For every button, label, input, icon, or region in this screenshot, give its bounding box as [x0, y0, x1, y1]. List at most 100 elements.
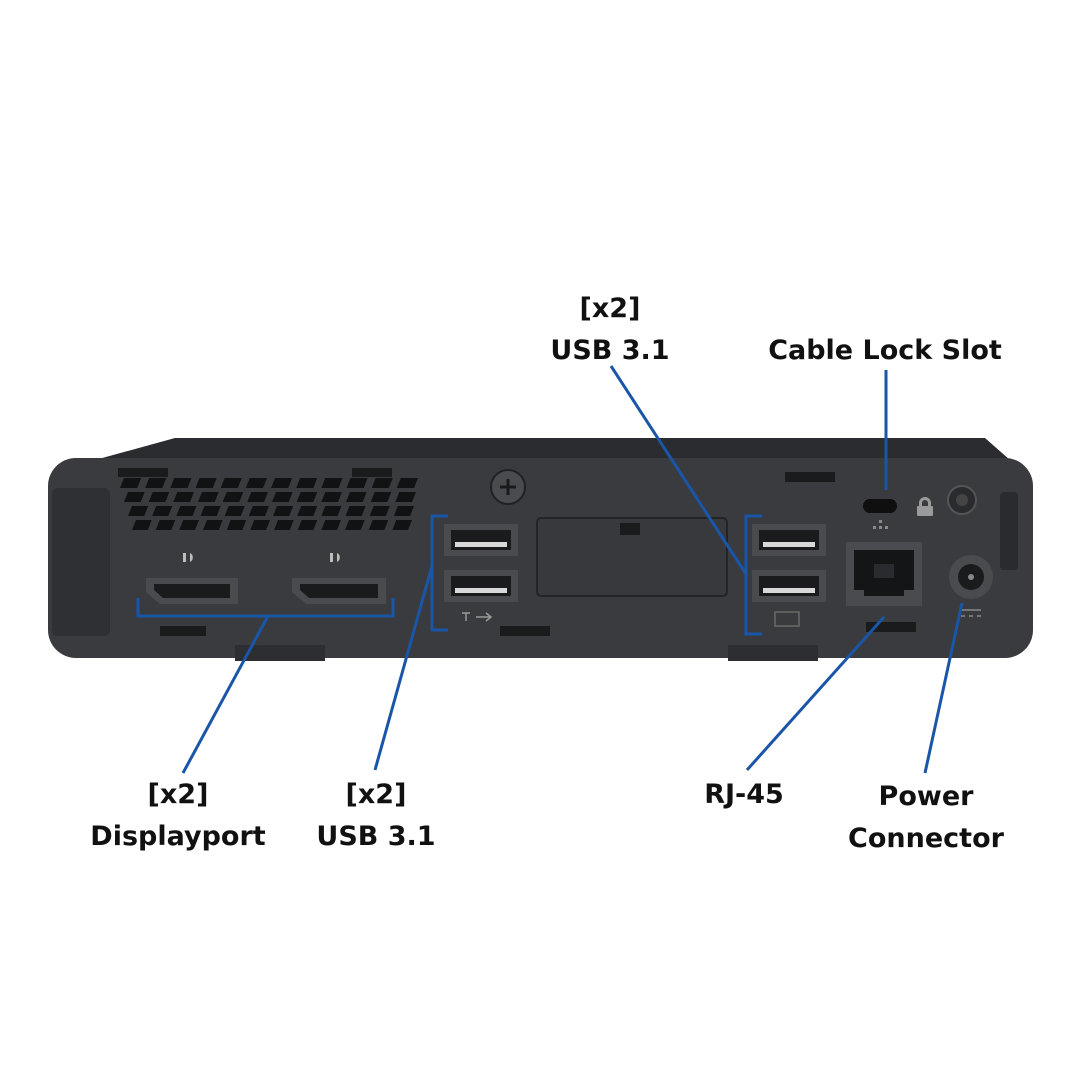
mini-pc-chassis — [48, 438, 1033, 661]
label-rj45-name: RJ-45 — [704, 779, 784, 810]
vent-slot — [247, 492, 268, 502]
label-usb-top: [x2] USB 3.1 — [510, 288, 710, 372]
vent-slot — [392, 520, 412, 530]
label-cable-lock-name: Cable Lock Slot — [768, 335, 1002, 366]
ss-usb-icon — [462, 612, 493, 622]
vent-slot — [296, 492, 318, 502]
leader-displayport — [181, 615, 270, 774]
label-usb-top-name: USB 3.1 — [550, 335, 670, 366]
vent-slot — [173, 492, 194, 502]
label-displayport-count: [x2] — [147, 779, 209, 810]
power-button — [947, 485, 977, 515]
usb-port-right-2 — [752, 570, 826, 602]
vent-slot — [132, 520, 152, 530]
vent-slot — [224, 506, 245, 516]
cable-lock-slot — [863, 499, 897, 513]
vent-slot — [321, 492, 342, 502]
label-cable-lock: Cable Lock Slot — [740, 330, 1030, 372]
vent-slot — [321, 506, 342, 516]
bracket-displayport — [136, 598, 395, 618]
vent-slot — [395, 492, 416, 502]
vent-slot — [248, 506, 269, 516]
chassis-foot-left — [235, 645, 325, 661]
vent-slot — [297, 520, 318, 530]
top-tab-left — [118, 468, 168, 477]
vent-slot — [369, 506, 390, 516]
padlock-icon — [917, 497, 933, 516]
bracket-usb-right — [744, 514, 762, 636]
vent-slot — [321, 478, 343, 488]
leader-rj45 — [745, 615, 886, 772]
vent-slot — [346, 478, 368, 488]
leader-usb-bottom — [373, 565, 434, 771]
vent-slot — [198, 492, 219, 502]
expansion-cover — [536, 517, 728, 597]
power-connector-port — [949, 555, 993, 599]
vent-slot — [152, 506, 173, 516]
leader-usb-top — [609, 365, 748, 575]
screw-icon — [490, 469, 526, 505]
label-power: Power Connector — [826, 776, 1026, 860]
vent-slot — [245, 478, 267, 488]
vent-slot — [274, 520, 294, 530]
callout-lines — [181, 365, 964, 774]
top-tab-right — [785, 472, 835, 482]
label-displayport-name: Displayport — [90, 821, 266, 852]
vent-slot — [346, 492, 367, 502]
left-handle — [52, 488, 110, 636]
vent-slot — [179, 520, 199, 530]
expansion-cover-notch — [620, 523, 640, 535]
vent-slot — [200, 506, 221, 516]
vent-slot — [220, 478, 242, 488]
network-icon — [873, 520, 888, 529]
label-power-line2: Connector — [848, 823, 1004, 854]
usb-port-left-2 — [444, 570, 518, 602]
label-power-line1: Power — [878, 781, 974, 812]
rj45-port — [846, 542, 922, 606]
vent-slot — [273, 506, 294, 516]
right-edge-latch — [1000, 492, 1018, 570]
vent-slot — [226, 520, 247, 530]
vent-slot — [203, 520, 223, 530]
usb-port-right-1 — [752, 524, 826, 556]
vent-slot — [155, 520, 176, 530]
label-usb-top-count: [x2] — [579, 293, 641, 324]
vent-slot — [145, 478, 167, 488]
usb-port-left-1 — [444, 524, 518, 556]
label-rj45: RJ-45 — [664, 774, 824, 816]
vent-slot — [370, 492, 392, 502]
displayport-port-1 — [146, 578, 238, 604]
label-displayport: [x2] Displayport — [68, 774, 288, 858]
vent-slot — [176, 506, 197, 516]
usb-area-marker-icon — [774, 611, 800, 627]
label-usb-bottom: [x2] USB 3.1 — [276, 774, 476, 858]
dc-power-icon — [961, 609, 981, 617]
vent-slot — [195, 478, 217, 488]
vent-slot — [345, 506, 366, 516]
vent-slot — [393, 506, 414, 516]
vent-slot — [250, 520, 270, 530]
vent-slot — [296, 478, 318, 488]
chassis-foot-right — [728, 645, 818, 661]
vent-slot — [272, 492, 293, 502]
vent-slot — [124, 492, 145, 502]
vent-slot — [271, 478, 293, 488]
vent-slot — [396, 478, 418, 488]
vent-grille — [120, 478, 418, 530]
bottom-slot-2 — [500, 626, 550, 636]
vent-slot — [148, 492, 170, 502]
vent-slot — [120, 478, 142, 488]
vent-slot — [170, 478, 192, 488]
top-tab-mid — [352, 468, 392, 477]
chassis-top-edge — [95, 438, 1010, 460]
vent-slot — [128, 506, 149, 516]
leader-power — [923, 602, 964, 774]
callout-brackets — [136, 514, 762, 636]
label-usb-bottom-count: [x2] — [345, 779, 407, 810]
bottom-slot-3 — [866, 622, 916, 632]
bottom-slot-1 — [160, 626, 206, 636]
displayport-port-2 — [292, 578, 386, 604]
vent-slot — [222, 492, 244, 502]
vent-slot — [371, 478, 393, 488]
